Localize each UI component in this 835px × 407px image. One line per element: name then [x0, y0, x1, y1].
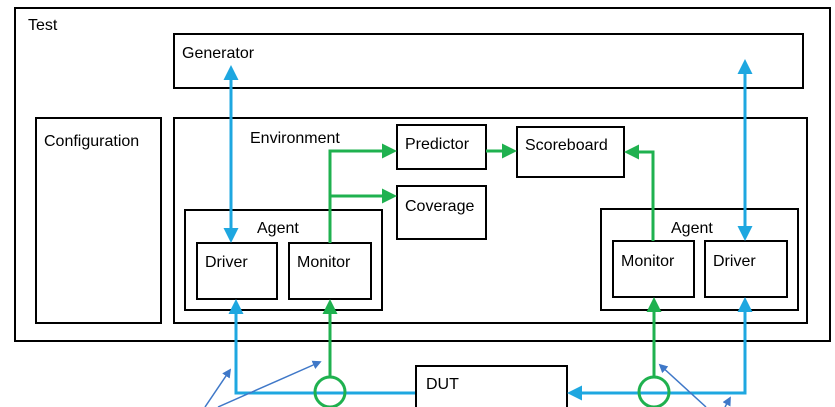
- driver-left-box: [196, 242, 278, 300]
- pointer-arrow-3: [658, 363, 707, 407]
- coverage-box: [396, 185, 487, 240]
- dut-driver-right-arrow: [567, 297, 753, 401]
- predictor-label: Predictor: [405, 136, 470, 153]
- pointer-arrow-1: [204, 368, 232, 407]
- scoreboard-label: Scoreboard: [525, 137, 608, 154]
- coverage-label: Coverage: [405, 198, 474, 215]
- right-tap-circle: [637, 375, 671, 407]
- generator-box: [173, 33, 804, 89]
- monitor-predictor-arrow: [328, 143, 397, 243]
- monitor-left-box: [288, 242, 372, 300]
- pointer-arrow-2: [217, 360, 322, 407]
- monitor-left-label: Monitor: [297, 254, 351, 271]
- monitor-right-label: Monitor: [621, 253, 675, 270]
- scoreboard-box: [516, 126, 625, 178]
- dut-driver-left-arrow: [228, 299, 415, 395]
- driver-right-box: [704, 240, 788, 298]
- dut-label: DUT: [426, 376, 459, 393]
- test-label: Test: [28, 17, 58, 34]
- driver-left-label: Driver: [205, 254, 248, 271]
- generator-label: Generator: [182, 45, 255, 62]
- agent-right-label: Agent: [671, 220, 713, 237]
- predictor-box: [396, 124, 487, 170]
- left-tap-circle: [313, 375, 347, 407]
- configuration-label: Configuration: [44, 133, 139, 150]
- monitor-scoreboard-arrow: [624, 144, 655, 241]
- agent-left-label: Agent: [257, 220, 299, 237]
- driver-right-label: Driver: [713, 253, 756, 270]
- configuration-box: [35, 117, 162, 324]
- pointer-arrow-4: [722, 396, 731, 407]
- environment-label: Environment: [250, 130, 340, 147]
